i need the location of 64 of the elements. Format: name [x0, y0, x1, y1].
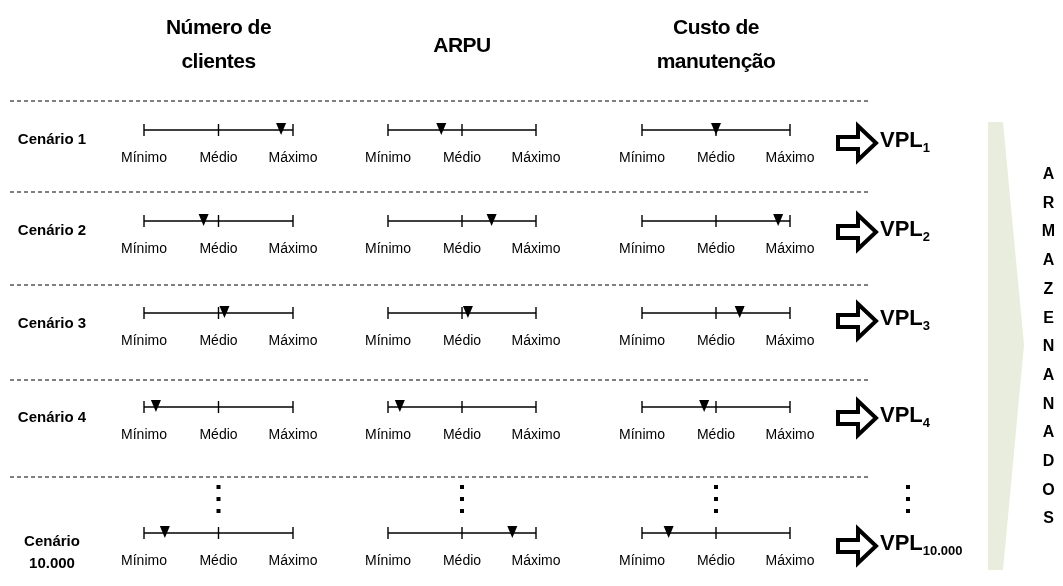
- scale-label: Médio: [199, 552, 238, 568]
- scale-label: Mínimo: [121, 240, 167, 256]
- scale-label: Mínimo: [365, 149, 411, 165]
- scale-label: Mínimo: [619, 332, 665, 348]
- block-arrow: [836, 524, 879, 568]
- scale-label: Máximo: [765, 149, 815, 165]
- scale-label: Mínimo: [619, 552, 665, 568]
- scenario-label: Cenário 4: [16, 407, 88, 427]
- scale-label: Médio: [696, 240, 736, 256]
- scale-label: Médio: [696, 552, 736, 568]
- scale-label: Máximo: [765, 240, 815, 256]
- result-label: VPL$_{10.000}$: [880, 530, 963, 559]
- scale-label: Mínimo: [121, 149, 167, 165]
- scale-label: Médio: [199, 332, 238, 348]
- scenario-label: Cenário 2: [16, 220, 88, 240]
- scale-label: Máximo: [511, 426, 561, 442]
- scale-label: Mínimo: [365, 240, 411, 256]
- scale-label: Máximo: [268, 149, 318, 165]
- column-heading: Custo de manutenção: [655, 14, 777, 74]
- scale-label: Mínimo: [619, 240, 665, 256]
- result-label: VPL$_{1}$: [880, 127, 931, 156]
- scale-label: Mínimo: [365, 426, 411, 442]
- scale-label: Máximo: [765, 332, 815, 348]
- block-arrow: [836, 396, 879, 440]
- column-heading: ARPU: [432, 32, 492, 58]
- result-label: VPL$_{3}$: [880, 305, 931, 334]
- scale-label: Médio: [442, 240, 482, 256]
- vertical-label: ARMAZENANADOS: [1041, 164, 1056, 529]
- result-label: VPL$_{4}$: [880, 402, 931, 431]
- scale-label: Mínimo: [365, 332, 411, 348]
- scale-label: Médio: [199, 426, 238, 442]
- scale-label: Máximo: [765, 426, 815, 442]
- scale-label: Máximo: [268, 332, 318, 348]
- scenario-label: Cenário 1: [16, 129, 88, 149]
- column-heading: Número de clientes: [164, 14, 273, 74]
- scale-label: Máximo: [765, 552, 815, 568]
- scale-label: Máximo: [268, 426, 318, 442]
- scale-label: Médio: [199, 149, 238, 165]
- scale-label: Máximo: [511, 332, 561, 348]
- scale-label: Máximo: [511, 552, 561, 568]
- scale-label: Mínimo: [121, 332, 167, 348]
- scenario-label: Cenário 10.000: [23, 531, 81, 573]
- scale-label: Máximo: [268, 240, 318, 256]
- scale-label: Mínimo: [121, 552, 167, 568]
- scale-label: Médio: [442, 332, 482, 348]
- scale-label: Médio: [442, 552, 482, 568]
- scale-label: Médio: [696, 149, 736, 165]
- result-label: VPL$_{2}$: [880, 216, 931, 245]
- scale-label: Médio: [696, 332, 736, 348]
- scale-label: Máximo: [511, 149, 561, 165]
- scale-label: Mínimo: [365, 552, 411, 568]
- block-arrow: [836, 299, 879, 343]
- block-arrow: [836, 210, 879, 254]
- scale-label: Médio: [442, 426, 482, 442]
- scale-label: Médio: [696, 426, 736, 442]
- scale-label: Mínimo: [619, 426, 665, 442]
- block-arrow: [836, 121, 879, 165]
- scale-label: Mínimo: [619, 149, 665, 165]
- scale-label: Máximo: [268, 552, 318, 568]
- scale-label: Máximo: [511, 240, 561, 256]
- scenario-label: Cenário 3: [16, 313, 88, 333]
- scale-label: Médio: [442, 149, 482, 165]
- scale-label: Médio: [199, 240, 238, 256]
- scale-label: Mínimo: [121, 426, 167, 442]
